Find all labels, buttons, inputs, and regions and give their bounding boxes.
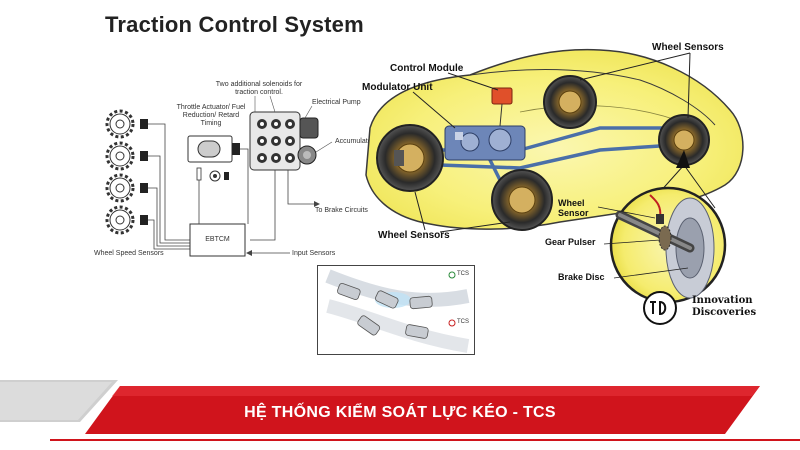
speed-sensor-4 [140, 215, 148, 225]
wheel-gear-3 [105, 173, 135, 203]
to-brake-circuits-label: To Brake Circuits [315, 207, 368, 214]
logo-line2: Discoveries [692, 307, 757, 318]
ebtcm-label: EBTCM [205, 236, 230, 243]
wheel-sensors-bottom-label: Wheel Sensors [378, 230, 450, 241]
modulator-unit-label: Modulator Unit [362, 82, 433, 93]
banner-red [85, 386, 760, 434]
wheel-gear-2 [105, 141, 135, 171]
tcs-inset-illustration [325, 269, 470, 353]
electrical-pump-label: Electrical Pump [312, 99, 361, 106]
solenoids-note: Two additional solenoids for traction co… [215, 81, 303, 96]
wheel-sensor-part [656, 214, 664, 224]
gear-pulser [658, 225, 672, 251]
logo-line1: Innovation [692, 295, 753, 306]
wheel-gear-1 [105, 109, 135, 139]
accumulator-label: Accumulator [335, 138, 374, 145]
wheel-front-left [376, 124, 444, 192]
wheel-front-right [491, 169, 553, 231]
ebtcm-box [189, 223, 246, 257]
tcs-inset-box [317, 265, 475, 355]
speed-sensor-2 [140, 151, 148, 161]
speed-sensor-1 [140, 119, 148, 129]
gear-pulser-label: Gear Pulser [545, 237, 596, 247]
bottom-banner [0, 380, 800, 441]
brake-disc-label: Brake Disc [558, 272, 605, 282]
throttle-label: Throttle Actuator/ Fuel Reduction/ Retar… [176, 104, 246, 127]
wheel-rear-left [543, 75, 597, 129]
tcs-off-label: TCS [457, 319, 469, 325]
speed-sensor-3 [140, 183, 148, 193]
tcs-on-label: TCS [457, 271, 469, 277]
wheel-sensor-label: Wheel Sensor [558, 198, 589, 218]
wheel-sensors-top-label: Wheel Sensors [652, 42, 724, 53]
wheel-speed-sensors-label: Wheel Speed Sensors [94, 250, 164, 257]
control-module-label: Control Module [390, 63, 464, 74]
wheel-gear-4 [105, 205, 135, 235]
input-sensors-label: Input Sensors [292, 250, 336, 257]
innovation-discoveries-logo [643, 291, 677, 325]
electrical-pump [299, 117, 319, 139]
page-title: Traction Control System [105, 12, 364, 37]
banner-title: HỆ THỐNG KIỂM SOÁT LỰC KÉO - TCS [244, 404, 556, 421]
